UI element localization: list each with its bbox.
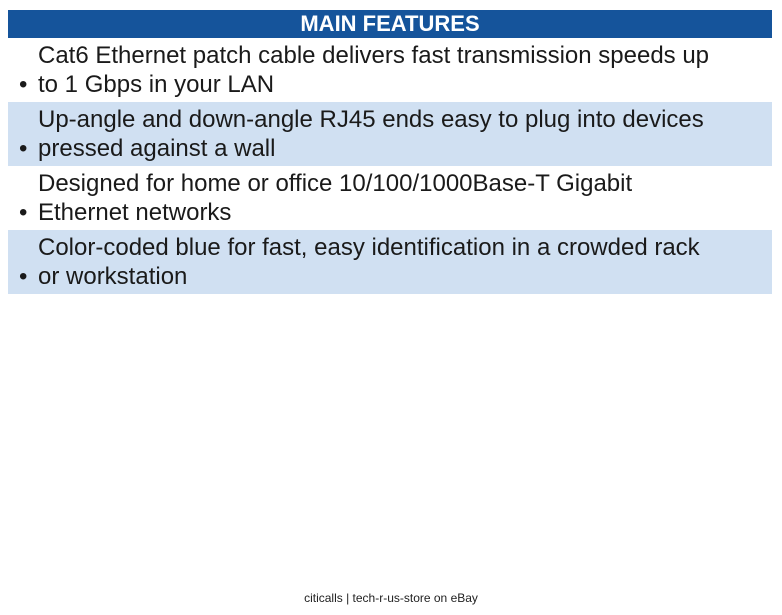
feature-row: • Designed for home or office 10/100/100…	[8, 166, 772, 230]
features-table: MAIN FEATURES • Cat6 Ethernet patch cabl…	[8, 10, 772, 294]
feature-row: • Color-coded blue for fast, easy identi…	[8, 230, 772, 294]
bullet-marker: •	[19, 135, 28, 162]
store-footer: citicalls | tech-r-us-store on eBay	[304, 591, 478, 605]
feature-text: Up-angle and down-angle RJ45 ends easy t…	[38, 105, 758, 163]
bullet-marker: •	[19, 199, 28, 226]
feature-line: Color-coded blue for fast, easy identifi…	[38, 234, 700, 261]
bullet-marker: •	[19, 71, 28, 98]
feature-row: • Cat6 Ethernet patch cable delivers fas…	[8, 38, 772, 102]
main-features-header: MAIN FEATURES	[8, 10, 772, 38]
feature-line: Cat6 Ethernet patch cable delivers fast …	[38, 42, 710, 69]
feature-row: • Up-angle and down-angle RJ45 ends easy…	[8, 102, 772, 166]
feature-text: Designed for home or office 10/100/1000B…	[38, 169, 758, 227]
bullet-marker: •	[19, 263, 28, 290]
feature-line: Ethernet networks	[38, 199, 232, 226]
feature-line: Up-angle and down-angle RJ45 ends easy t…	[38, 106, 704, 133]
feature-line: Designed for home or office 10/100/1000B…	[38, 170, 633, 197]
feature-line: pressed against a wall	[38, 135, 276, 162]
feature-text: Cat6 Ethernet patch cable delivers fast …	[38, 41, 758, 99]
feature-line: to 1 Gbps in your LAN	[38, 71, 275, 98]
feature-text: Color-coded blue for fast, easy identifi…	[38, 233, 758, 291]
feature-line: or workstation	[38, 263, 188, 290]
